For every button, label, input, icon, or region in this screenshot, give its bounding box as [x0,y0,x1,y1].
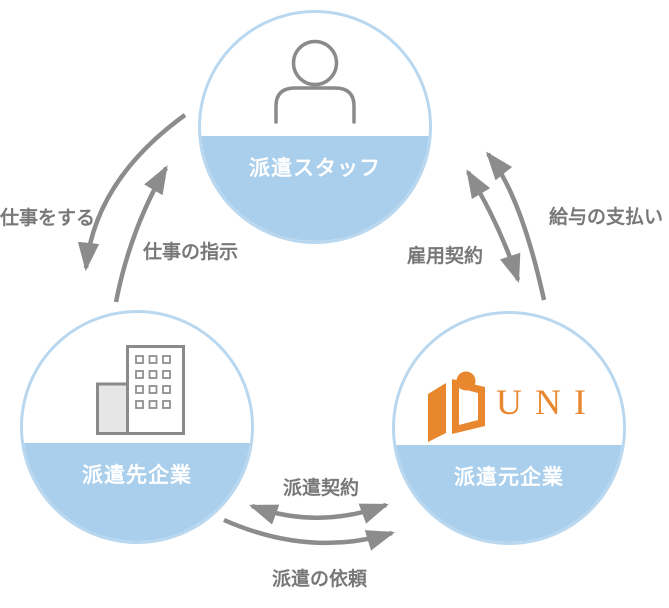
label-dispatch-request: 派遣の依頼 [272,569,368,590]
node-dispatched-staff: 派遣スタッフ [198,10,432,244]
person-icon [274,39,356,124]
staff-band: 派遣スタッフ [201,136,429,241]
label-salary-payment: 給与の支払い [549,207,664,228]
uni-logo-icon [428,371,485,442]
client-label: 派遣先企業 [82,464,192,487]
uni-logo-text: UNI [496,382,599,422]
label-do-work: 仕事をする [0,208,96,229]
client-band: 派遣先企業 [23,443,251,541]
node-dispatch-agency: UNI 派遣元企業 [392,311,626,545]
label-dispatch-contract: 派遣契約 [283,478,360,499]
label-employment-contract: 雇用契約 [407,246,484,267]
label-work-instructions: 仕事の指示 [143,242,239,263]
node-client-company: 派遣先企業 [20,310,254,544]
arrow-dispatch-contract [248,502,390,525]
agency-band: 派遣元企業 [395,445,623,542]
arrow-salary-payment [485,151,547,301]
agency-label: 派遣元企業 [454,466,564,489]
arrow-work-instructions [113,165,168,303]
building-icon [96,345,185,435]
staff-label: 派遣スタッフ [249,157,381,180]
